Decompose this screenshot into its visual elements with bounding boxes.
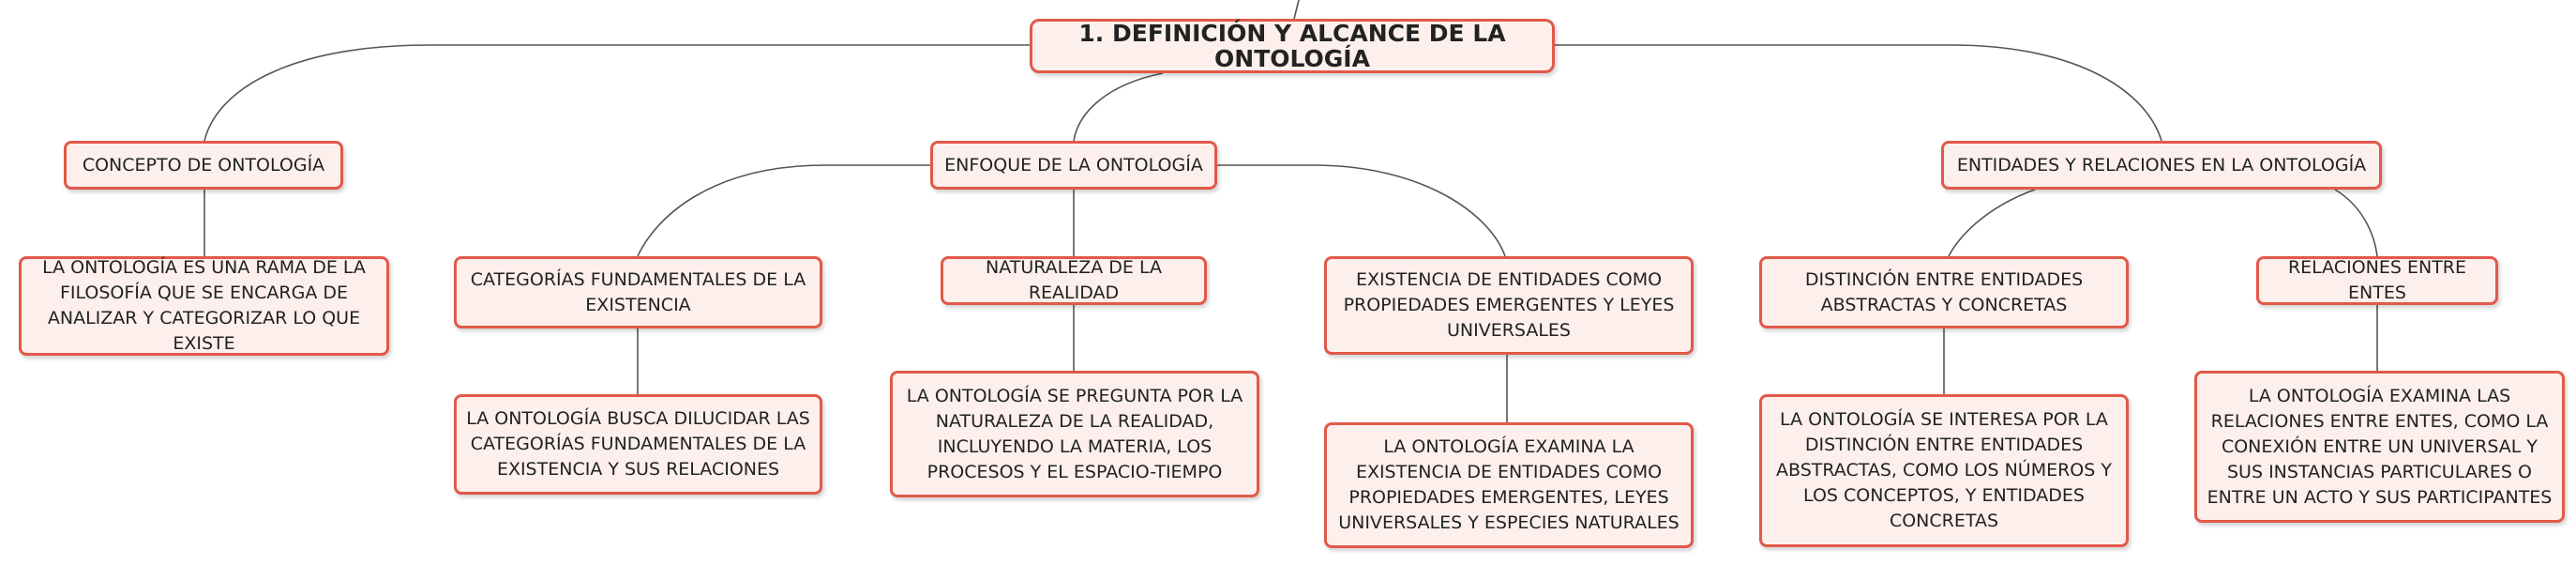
naturaleza-node[interactable]: NATURALEZA DE LA REALIDAD <box>941 256 1207 305</box>
existencia-desc-label: LA ONTOLOGÍA EXAMINA LA EXISTENCIA DE EN… <box>1338 436 1680 533</box>
existencia-desc-node[interactable]: LA ONTOLOGÍA EXAMINA LA EXISTENCIA DE EN… <box>1324 422 1694 548</box>
link-entidades-distincion <box>1948 189 2036 257</box>
link-enfoque-existencia <box>1217 164 1506 257</box>
link-entidades-relaciones <box>2334 189 2378 257</box>
distincion-node[interactable]: DISTINCIÓN ENTRE ENTIDADES ABSTRACTAS Y … <box>1759 256 2129 328</box>
relaciones-node[interactable]: RELACIONES ENTRE ENTES <box>2256 256 2498 305</box>
naturaleza-label: NATURALEZA DE LA REALIDAD <box>985 257 1162 303</box>
distincion-desc-node[interactable]: LA ONTOLOGÍA SE INTERESA POR LA DISTINCI… <box>1759 394 2129 547</box>
concepto-desc-label: LA ONTOLOGÍA ES UNA RAMA DE LA FILOSOFÍA… <box>42 257 366 354</box>
root-label: 1. DEFINICIÓN Y ALCANCE DE LA ONTOLOGÍA <box>1078 20 1506 72</box>
link-enfoque-categorias <box>637 164 930 257</box>
naturaleza-desc-label: LA ONTOLOGÍA SE PREGUNTA POR LA NATURALE… <box>906 385 1243 482</box>
categorias-desc-node[interactable]: LA ONTOLOGÍA BUSCA DILUCIDAR LAS CATEGOR… <box>454 394 822 495</box>
naturaleza-desc-node[interactable]: LA ONTOLOGÍA SE PREGUNTA POR LA NATURALE… <box>890 371 1259 497</box>
categorias-desc-label: LA ONTOLOGÍA BUSCA DILUCIDAR LAS CATEGOR… <box>466 408 810 480</box>
categorias-node[interactable]: CATEGORÍAS FUNDAMENTALES DE LA EXISTENCI… <box>454 256 822 328</box>
entidades-node[interactable]: ENTIDADES Y RELACIONES EN LA ONTOLOGÍA <box>1941 141 2382 190</box>
link-root-concepto <box>203 44 1032 142</box>
relaciones-desc-node[interactable]: LA ONTOLOGÍA EXAMINA LAS RELACIONES ENTR… <box>2194 371 2565 523</box>
entidades-label: ENTIDADES Y RELACIONES EN LA ONTOLOGÍA <box>1956 154 2367 176</box>
distincion-desc-label: LA ONTOLOGÍA SE INTERESA POR LA DISTINCI… <box>1776 409 2112 531</box>
link-root-enfoque <box>1073 72 1164 142</box>
existencia-label: EXISTENCIA DE ENTIDADES COMO PROPIEDADES… <box>1343 269 1675 341</box>
enfoque-label: ENFOQUE DE LA ONTOLOGÍA <box>944 154 1203 176</box>
link-root-entidades <box>1555 44 2162 142</box>
enfoque-node[interactable]: ENFOQUE DE LA ONTOLOGÍA <box>930 141 1217 190</box>
concepto-label: CONCEPTO DE ONTOLOGÍA <box>82 154 325 176</box>
concepto-node[interactable]: CONCEPTO DE ONTOLOGÍA <box>64 141 343 190</box>
categorias-label: CATEGORÍAS FUNDAMENTALES DE LA EXISTENCI… <box>470 268 806 315</box>
concepto-desc-node[interactable]: LA ONTOLOGÍA ES UNA RAMA DE LA FILOSOFÍA… <box>19 256 389 356</box>
relaciones-desc-label: LA ONTOLOGÍA EXAMINA LAS RELACIONES ENTR… <box>2207 385 2553 508</box>
root-node[interactable]: 1. DEFINICIÓN Y ALCANCE DE LA ONTOLOGÍA <box>1030 19 1555 73</box>
existencia-node[interactable]: EXISTENCIA DE ENTIDADES COMO PROPIEDADES… <box>1324 256 1694 355</box>
link-parent-root <box>1293 0 1300 20</box>
distincion-label: DISTINCIÓN ENTRE ENTIDADES ABSTRACTAS Y … <box>1804 268 2084 315</box>
relaciones-label: RELACIONES ENTRE ENTES <box>2287 257 2467 303</box>
